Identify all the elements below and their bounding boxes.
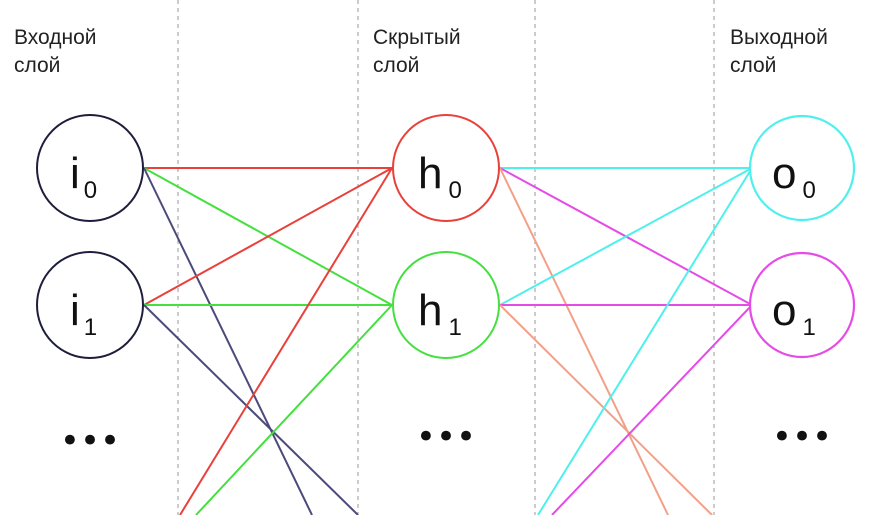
svg-text:o1: o1 <box>772 286 816 341</box>
edge-offscreen-o0 <box>537 167 753 515</box>
hidden-ellipsis: ••• <box>416 417 476 457</box>
svg-text:i0: i0 <box>70 149 97 204</box>
output-ellipsis: ••• <box>772 417 832 457</box>
node-circle <box>392 251 500 359</box>
output-layer-title-line2: слой <box>730 54 777 77</box>
layer-separators <box>177 0 715 515</box>
edge-i1-offscreen <box>143 304 359 515</box>
node-label-main: o <box>772 149 796 198</box>
node-label-sub: 0 <box>448 177 461 204</box>
node-label-sub: 1 <box>802 314 815 341</box>
output-layer-title-line1: Выходной <box>730 26 828 49</box>
input-layer-title: Входной слой <box>14 24 97 80</box>
input-ellipsis: ••• <box>60 421 120 461</box>
svg-text:o0: o0 <box>772 149 816 204</box>
svg-text:h0: h0 <box>418 149 462 204</box>
node-label-sub: 0 <box>84 177 97 204</box>
edge-offscreen-h0 <box>179 167 393 515</box>
hidden-layer-title: Скрытый слой <box>373 24 461 80</box>
edge-offscreen-h1 <box>195 304 393 515</box>
hidden-layer-title-line1: Скрытый <box>373 26 461 49</box>
edge-h1-o0 <box>499 167 753 306</box>
edge-i0-offscreen <box>143 167 313 515</box>
node-label-main: o <box>772 286 796 335</box>
svg-text:i1: i1 <box>70 286 97 341</box>
node-circle <box>36 114 144 222</box>
node-circle <box>748 251 856 359</box>
edge-h0-offscreen <box>499 167 669 515</box>
node-label-main: i <box>70 286 80 335</box>
edge-h1-offscreen <box>499 304 713 515</box>
output-layer-title: Выходной слой <box>730 24 828 80</box>
hidden-layer-title-line2: слой <box>373 54 420 77</box>
node-circle <box>392 114 500 222</box>
node-label-main: h <box>418 286 442 335</box>
edge-offscreen-o1 <box>551 304 753 515</box>
node-circle <box>36 251 144 359</box>
node-circle <box>748 114 856 222</box>
input-layer-title-line1: Входной <box>14 26 97 49</box>
node-label-sub: 1 <box>448 314 461 341</box>
input-layer-title-line2: слой <box>14 54 61 77</box>
input-hidden-connections <box>143 167 393 515</box>
node-label-sub: 1 <box>84 314 97 341</box>
node-label-sub: 0 <box>802 177 815 204</box>
node-label-main: h <box>418 149 442 198</box>
node-label-main: i <box>70 149 80 198</box>
svg-text:h1: h1 <box>418 286 462 341</box>
edge-i1-h0 <box>143 167 393 306</box>
hidden-output-connections <box>499 167 753 515</box>
